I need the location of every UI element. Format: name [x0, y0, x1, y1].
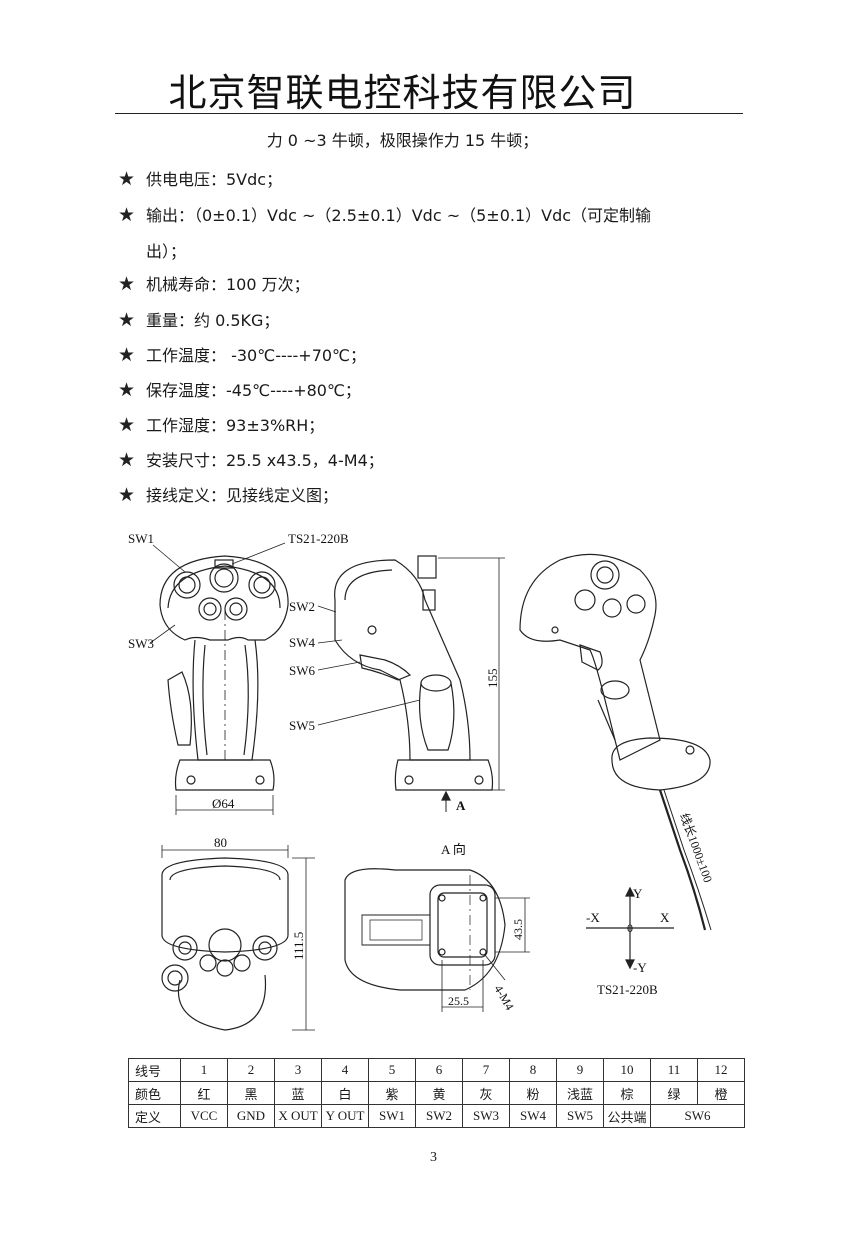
label-axis-neg-x: -X: [586, 910, 600, 925]
company-title: 北京智联电控科技有限公司: [168, 71, 637, 115]
label-width-80: 80: [214, 835, 227, 850]
label-sw3: SW3: [128, 636, 154, 651]
label-dim-43: 43.5: [511, 919, 525, 940]
spec-continuation: 出）；: [146, 242, 187, 261]
intro-line: 力 0 ~3 牛顿，极限操作力 15 牛顿；: [266, 131, 539, 150]
label-dim-25: 25.5: [448, 994, 469, 1008]
label-m4: 4-M4: [491, 983, 516, 1013]
label-view-a: A 向: [441, 842, 466, 857]
label-diameter: Ø64: [212, 796, 235, 811]
front-view: [149, 542, 289, 815]
label-sw4: SW4: [289, 635, 316, 650]
star-icon: ★: [118, 449, 136, 471]
wire-definition-table: 线号 1 2 3 4 5 6 7 8 9 10 11 12 颜色 红 黑 蓝 白…: [128, 1058, 745, 1128]
spec-item: ★工作湿度：93±3%RH；: [118, 414, 325, 436]
star-icon: ★: [118, 344, 136, 366]
spec-item: ★安装尺寸：25.5 x43.5，4-M4；: [118, 449, 384, 471]
label-axis-x: X: [660, 910, 670, 925]
star-icon: ★: [118, 414, 136, 436]
isometric-view: [519, 553, 712, 931]
table-row: 颜色 红 黑 蓝 白 紫 黄 灰 粉 浅蓝 棕 绿 橙: [128, 1081, 745, 1105]
label-axis-y: Y: [633, 886, 643, 901]
row-label: 颜色: [128, 1081, 181, 1105]
axis-diagram: [586, 886, 674, 970]
spec-item: ★机械寿命：100 万次；: [118, 273, 310, 295]
view-a: [344, 868, 530, 1012]
spec-item: ★接线定义：见接线定义图；: [118, 484, 339, 506]
spec-item: ★工作温度： -30℃----+70℃；: [118, 344, 367, 366]
label-sw2: SW2: [289, 599, 315, 614]
label-sw1: SW1: [128, 531, 154, 546]
star-icon: ★: [118, 379, 136, 401]
table-row: 定义 VCC GND X OUT Y OUT SW1 SW2 SW3 SW4 S…: [128, 1104, 745, 1128]
page-number: 3: [430, 1150, 437, 1165]
joystick-technical-drawing: SW1 SW3 TS21-220B SW2 SW4 SW6 SW5 Ø64 15…: [128, 531, 715, 1031]
label-model-bottom: TS21-220B: [597, 982, 658, 997]
star-icon: ★: [118, 273, 136, 295]
row-label: 线号: [128, 1058, 181, 1082]
spec-item: ★保存温度：-45℃----+80℃；: [118, 379, 361, 401]
row-label: 定义: [128, 1104, 181, 1128]
star-icon: ★: [118, 168, 136, 190]
label-arrow-a: A: [456, 798, 466, 813]
label-sw6: SW6: [289, 663, 316, 678]
spec-item: ★供电电压：5Vdc；: [118, 168, 283, 190]
label-model-top: TS21-220B: [288, 531, 349, 546]
label-axis-origin: 0: [627, 921, 633, 935]
label-sw5: SW5: [289, 718, 315, 733]
spec-item: ★重量：约 0.5KG；: [118, 309, 280, 331]
side-view: [317, 555, 505, 812]
spec-item: ★输出：（0±0.1）Vdc ~（2.5±0.1）Vdc ~（5±0.1）Vdc…: [118, 204, 652, 226]
star-icon: ★: [118, 309, 136, 331]
table-row: 线号 1 2 3 4 5 6 7 8 9 10 11 12: [128, 1058, 745, 1082]
label-depth-111: 111.5: [291, 932, 306, 960]
label-height-155: 155: [485, 669, 500, 689]
top-view: [161, 845, 315, 1031]
header-rule: [115, 113, 743, 114]
label-axis-neg-y: -Y: [633, 960, 647, 975]
star-icon: ★: [118, 484, 136, 506]
star-icon: ★: [118, 204, 136, 226]
